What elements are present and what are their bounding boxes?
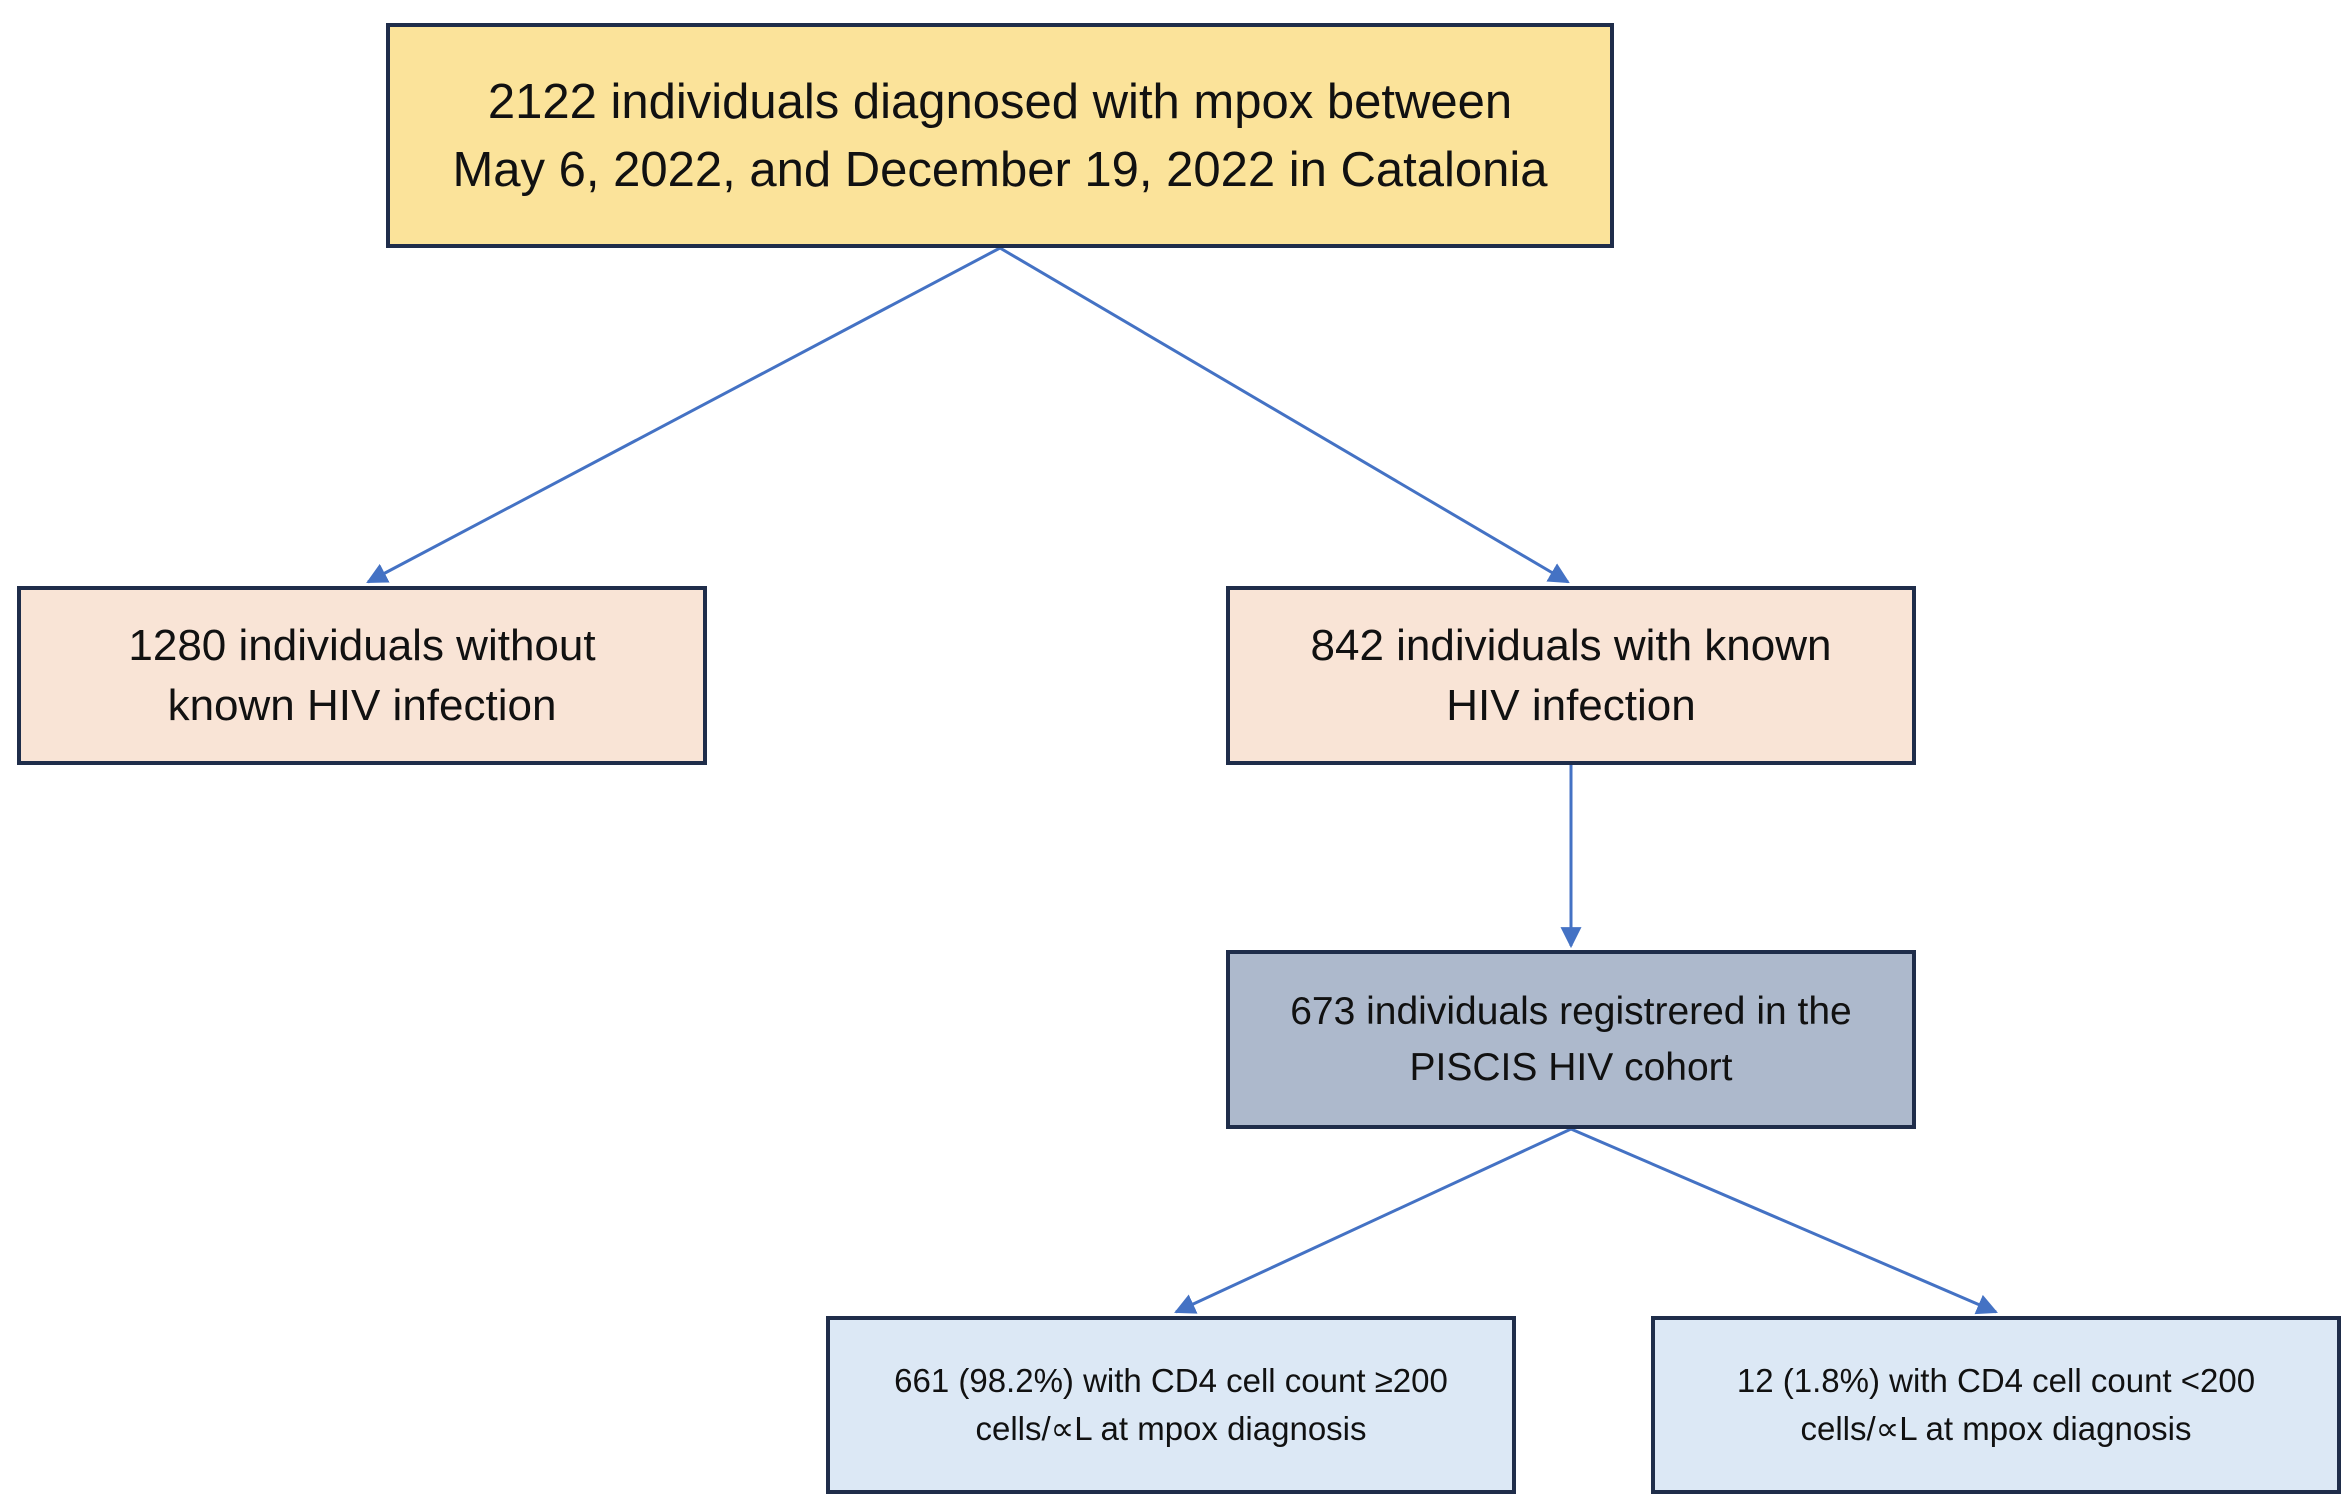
- piscis-cohort-box: 673 individuals registrered in the PISCI…: [1226, 950, 1916, 1129]
- with-hiv-box: 842 individuals with known HIV infection: [1226, 586, 1916, 765]
- cd4-high-line-1: 661 (98.2%) with CD4 cell count ≥200: [894, 1362, 1448, 1399]
- arrow-piscis-to-cd4-low: [1570, 1127, 1998, 1315]
- arrow-top-to-without-hiv: [366, 246, 1001, 584]
- arrow-piscis-to-cd4-high: [1174, 1127, 1572, 1314]
- piscis-cohort-line-1: 673 individuals registrered in the: [1290, 989, 1852, 1033]
- without-hiv-box: 1280 individuals without known HIV infec…: [17, 586, 707, 765]
- arrow-top-to-with-hiv: [999, 246, 1570, 584]
- cd4-low-line-2: cells/∝L at mpox diagnosis: [1800, 1410, 2192, 1447]
- with-hiv-line-2: HIV infection: [1446, 680, 1696, 730]
- without-hiv-line-2: known HIV infection: [167, 680, 557, 730]
- cd4-high-box: 661 (98.2%) with CD4 cell count ≥200 cel…: [826, 1316, 1516, 1494]
- total-diagnosed-box: 2122 individuals diagnosed with mpox bet…: [386, 23, 1614, 248]
- with-hiv-line-1: 842 individuals with known: [1310, 620, 1832, 670]
- piscis-cohort-line-2: PISCIS HIV cohort: [1409, 1045, 1733, 1089]
- without-hiv-line-1: 1280 individuals without: [128, 620, 596, 670]
- total-diagnosed-line-2: May 6, 2022, and December 19, 2022 in Ca…: [452, 142, 1548, 197]
- cd4-low-box: 12 (1.8%) with CD4 cell count <200 cells…: [1651, 1316, 2341, 1494]
- cd4-high-line-2: cells/∝L at mpox diagnosis: [975, 1410, 1367, 1447]
- cd4-low-line-1: 12 (1.8%) with CD4 cell count <200: [1736, 1362, 2256, 1399]
- total-diagnosed-line-1: 2122 individuals diagnosed with mpox bet…: [487, 74, 1513, 129]
